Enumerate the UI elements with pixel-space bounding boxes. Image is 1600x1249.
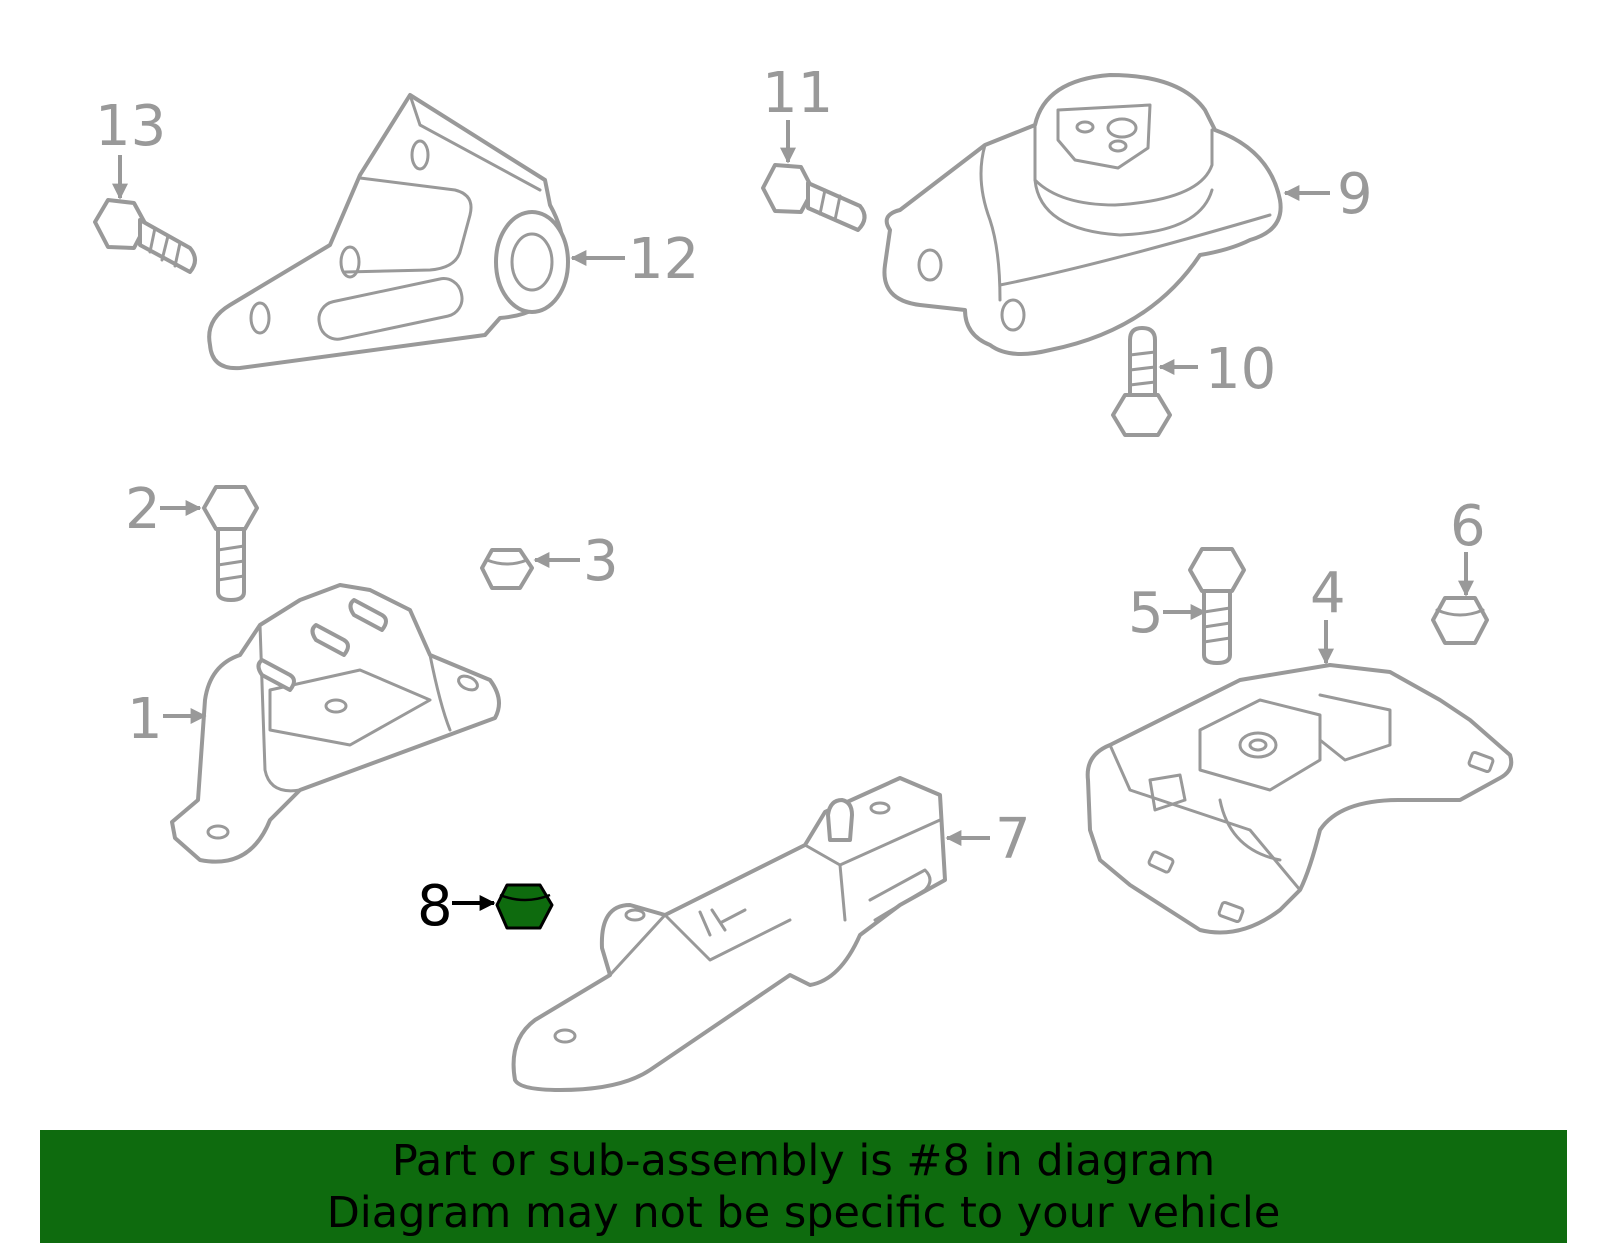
part-6-nut[interactable] <box>1431 596 1489 645</box>
part-10-stud-bolt[interactable] <box>1111 326 1172 437</box>
part-1-mount-bracket[interactable] <box>170 583 501 864</box>
callout-8-label: 8 <box>417 874 453 939</box>
callout-2[interactable]: 2 <box>125 477 202 542</box>
part-5-bolt[interactable] <box>1188 547 1246 665</box>
info-banner: Part or sub-assembly is #8 in diagram Di… <box>40 1130 1567 1243</box>
callout-6-label: 6 <box>1450 494 1486 559</box>
part-4-transmission-mount[interactable] <box>1085 663 1514 935</box>
part-3-nut[interactable] <box>480 548 534 590</box>
part-2-bolt[interactable] <box>202 485 259 602</box>
callout-13-label: 13 <box>95 94 166 159</box>
callout-10[interactable]: 10 <box>1158 337 1276 402</box>
part-7-torque-rod[interactable] <box>511 776 947 1092</box>
callout-5-label: 5 <box>1128 581 1164 646</box>
callout-4-label: 4 <box>1310 561 1346 626</box>
callout-1[interactable]: 1 <box>127 687 207 752</box>
part-13-bolt[interactable] <box>93 198 197 274</box>
callout-6[interactable]: 6 <box>1450 494 1486 597</box>
callout-12[interactable]: 12 <box>570 227 699 292</box>
callout-8[interactable]: 8 <box>417 874 496 939</box>
callout-9[interactable]: 9 <box>1283 162 1373 227</box>
part-9-engine-mount[interactable] <box>882 73 1283 356</box>
callout-7-label: 7 <box>995 807 1031 872</box>
callout-9-label: 9 <box>1337 162 1373 227</box>
callout-13[interactable]: 13 <box>95 94 166 200</box>
callout-4[interactable]: 4 <box>1310 561 1346 665</box>
banner-line-2: Diagram may not be specific to your vehi… <box>326 1187 1281 1238</box>
part-11-bolt[interactable] <box>761 163 867 232</box>
banner-line-1: Part or sub-assembly is #8 in diagram <box>391 1135 1216 1186</box>
callout-1-label: 1 <box>127 687 163 752</box>
callout-7[interactable]: 7 <box>945 807 1031 872</box>
callout-10-label: 10 <box>1205 337 1276 402</box>
callout-2-label: 2 <box>125 477 161 542</box>
part-8-nut-highlighted[interactable] <box>495 883 554 930</box>
callout-3-label: 3 <box>583 529 619 594</box>
callout-3[interactable]: 3 <box>533 529 619 594</box>
callout-12-label: 12 <box>628 227 699 292</box>
callout-5[interactable]: 5 <box>1128 581 1207 646</box>
part-12-bracket-mount[interactable] <box>207 93 570 371</box>
callout-11-label: 11 <box>762 61 833 126</box>
callout-11[interactable]: 11 <box>762 61 833 164</box>
